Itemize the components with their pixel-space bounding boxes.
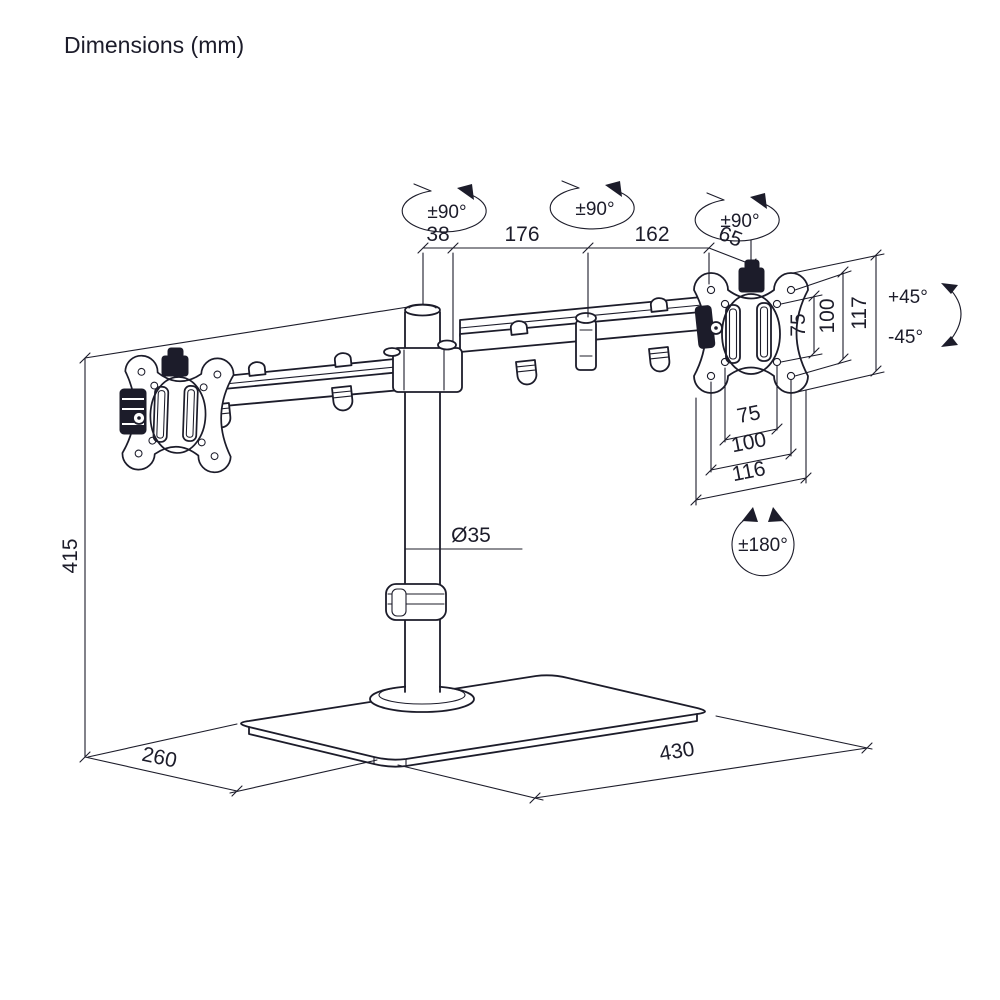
dim-vesa-v-117: 117 <box>848 296 871 329</box>
pole-diameter-annotation: Ø35 <box>404 524 523 550</box>
tilt-down-label: -45° <box>888 327 923 348</box>
pole-cable-clip <box>385 583 447 621</box>
swivel-label-2: ±90° <box>575 199 614 220</box>
dim-vesa-h-75: 75 <box>735 401 762 428</box>
vesa-horizontal-dimensions: 75 100 116 <box>690 365 812 506</box>
dim-vesa-v-100: 100 <box>816 298 839 333</box>
swivel-label-1: ±90° <box>427 202 466 223</box>
dim-vesa-h-100: 100 <box>729 428 768 457</box>
overall-dimension-lines: 415 260 430 <box>59 306 873 804</box>
left-knob <box>161 355 189 377</box>
rotation-180-annotation: ±180° <box>731 507 795 577</box>
right-vesa-head <box>693 259 809 394</box>
tilt-up-label: +45° <box>888 287 928 308</box>
dim-176: 176 <box>504 223 539 246</box>
swivel-annotations: ±90° ±90° ±90° <box>401 180 780 242</box>
pole-cap <box>404 303 441 317</box>
base-plate <box>240 674 706 768</box>
dim-height: 415 <box>59 538 82 573</box>
right-tilt-joint <box>694 305 723 349</box>
left-arm <box>209 351 413 430</box>
dim-vesa-h-116: 116 <box>730 457 767 486</box>
pole <box>369 303 475 713</box>
dim-depth: 260 <box>140 743 179 773</box>
dim-pole-diameter: Ø35 <box>451 524 491 547</box>
dim-162: 162 <box>634 223 669 246</box>
vesa-vertical-dimensions: 75 100 117 <box>780 249 885 394</box>
left-vesa-head <box>119 347 235 474</box>
left-tilt-joint <box>119 388 147 435</box>
rotate-180-label: ±180° <box>738 535 788 556</box>
dim-vesa-v-75: 75 <box>787 313 810 336</box>
elbow-joint <box>575 319 597 371</box>
dim-38: 38 <box>426 223 449 246</box>
right-arm <box>459 296 713 387</box>
pole-clamp <box>383 339 463 393</box>
page-title: Dimensions (mm) <box>64 32 244 58</box>
tilt-annotation: +45° -45° <box>888 283 962 348</box>
swivel-label-3: ±90° <box>720 211 759 232</box>
dim-width: 430 <box>658 737 696 765</box>
